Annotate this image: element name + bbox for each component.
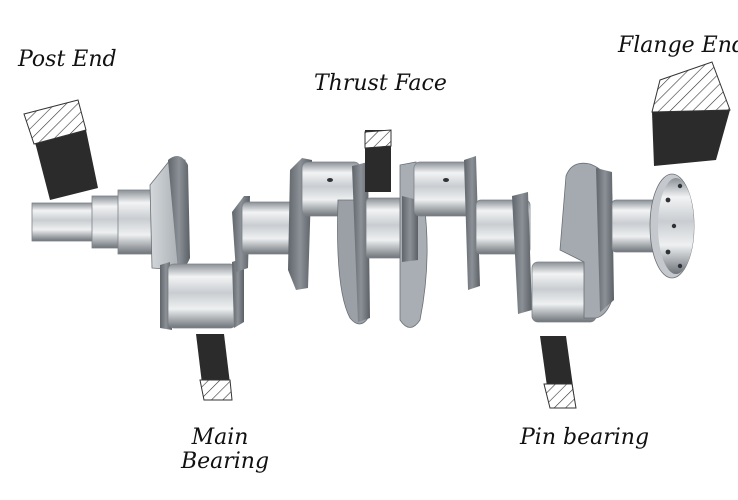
- main-bearing-label-line2: Bearing: [180, 449, 270, 474]
- main-bearing-shell: [196, 334, 233, 401]
- pin-bearing-shell: [540, 336, 577, 409]
- thrust-face-label: Thrust Face: [314, 71, 447, 96]
- rear-counterweight: [559, 162, 614, 319]
- web-5: [512, 192, 532, 314]
- pin-journal-3: [413, 156, 480, 290]
- pin-bearing-label: Pin bearing: [520, 425, 650, 450]
- pin-journal-1: [160, 258, 244, 330]
- thrust-counterweight-rear: [399, 161, 428, 328]
- flange-end-label: Flange End: [618, 33, 738, 58]
- front-web: [149, 156, 190, 271]
- flange-end-bearing-shell: [651, 61, 731, 166]
- flange: [649, 173, 695, 279]
- main-bearing-label-line1: Main: [191, 425, 249, 450]
- post-end-label: Post End: [18, 47, 117, 72]
- thrust-counterweight-front: [337, 162, 370, 325]
- thrust-bearing-shell: [364, 129, 392, 192]
- post-end-bearing-shell: [23, 99, 98, 200]
